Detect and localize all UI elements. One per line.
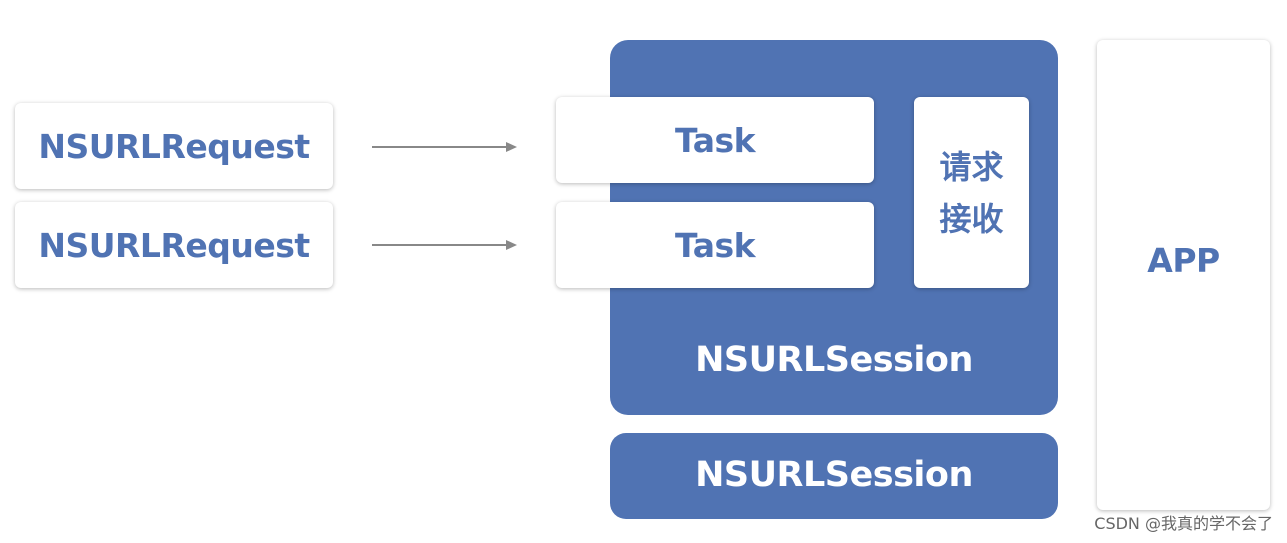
watermark: CSDN @我真的学不会了 xyxy=(1094,514,1273,533)
receiver-label: 请求接收 xyxy=(939,147,1004,238)
session-main-label: NSURLSession xyxy=(695,340,973,380)
task-label: Task xyxy=(674,120,756,160)
task-card-2: Task xyxy=(556,202,874,288)
session-secondary-label: NSURLSession xyxy=(695,455,973,495)
session-secondary-box xyxy=(610,433,1058,519)
task-card-1: Task xyxy=(556,97,874,183)
app-label: APP xyxy=(1147,240,1220,280)
arrow-2 xyxy=(372,240,517,250)
request-label: NSURLRequest xyxy=(38,126,310,166)
app-card: APP xyxy=(1097,40,1270,510)
task-label: Task xyxy=(674,225,756,265)
request-card-1: NSURLRequest xyxy=(15,103,333,189)
arrow-1 xyxy=(372,142,517,152)
request-label: NSURLRequest xyxy=(38,225,310,265)
receiver-card: 请求接收 xyxy=(914,97,1029,288)
request-card-2: NSURLRequest xyxy=(15,202,333,288)
